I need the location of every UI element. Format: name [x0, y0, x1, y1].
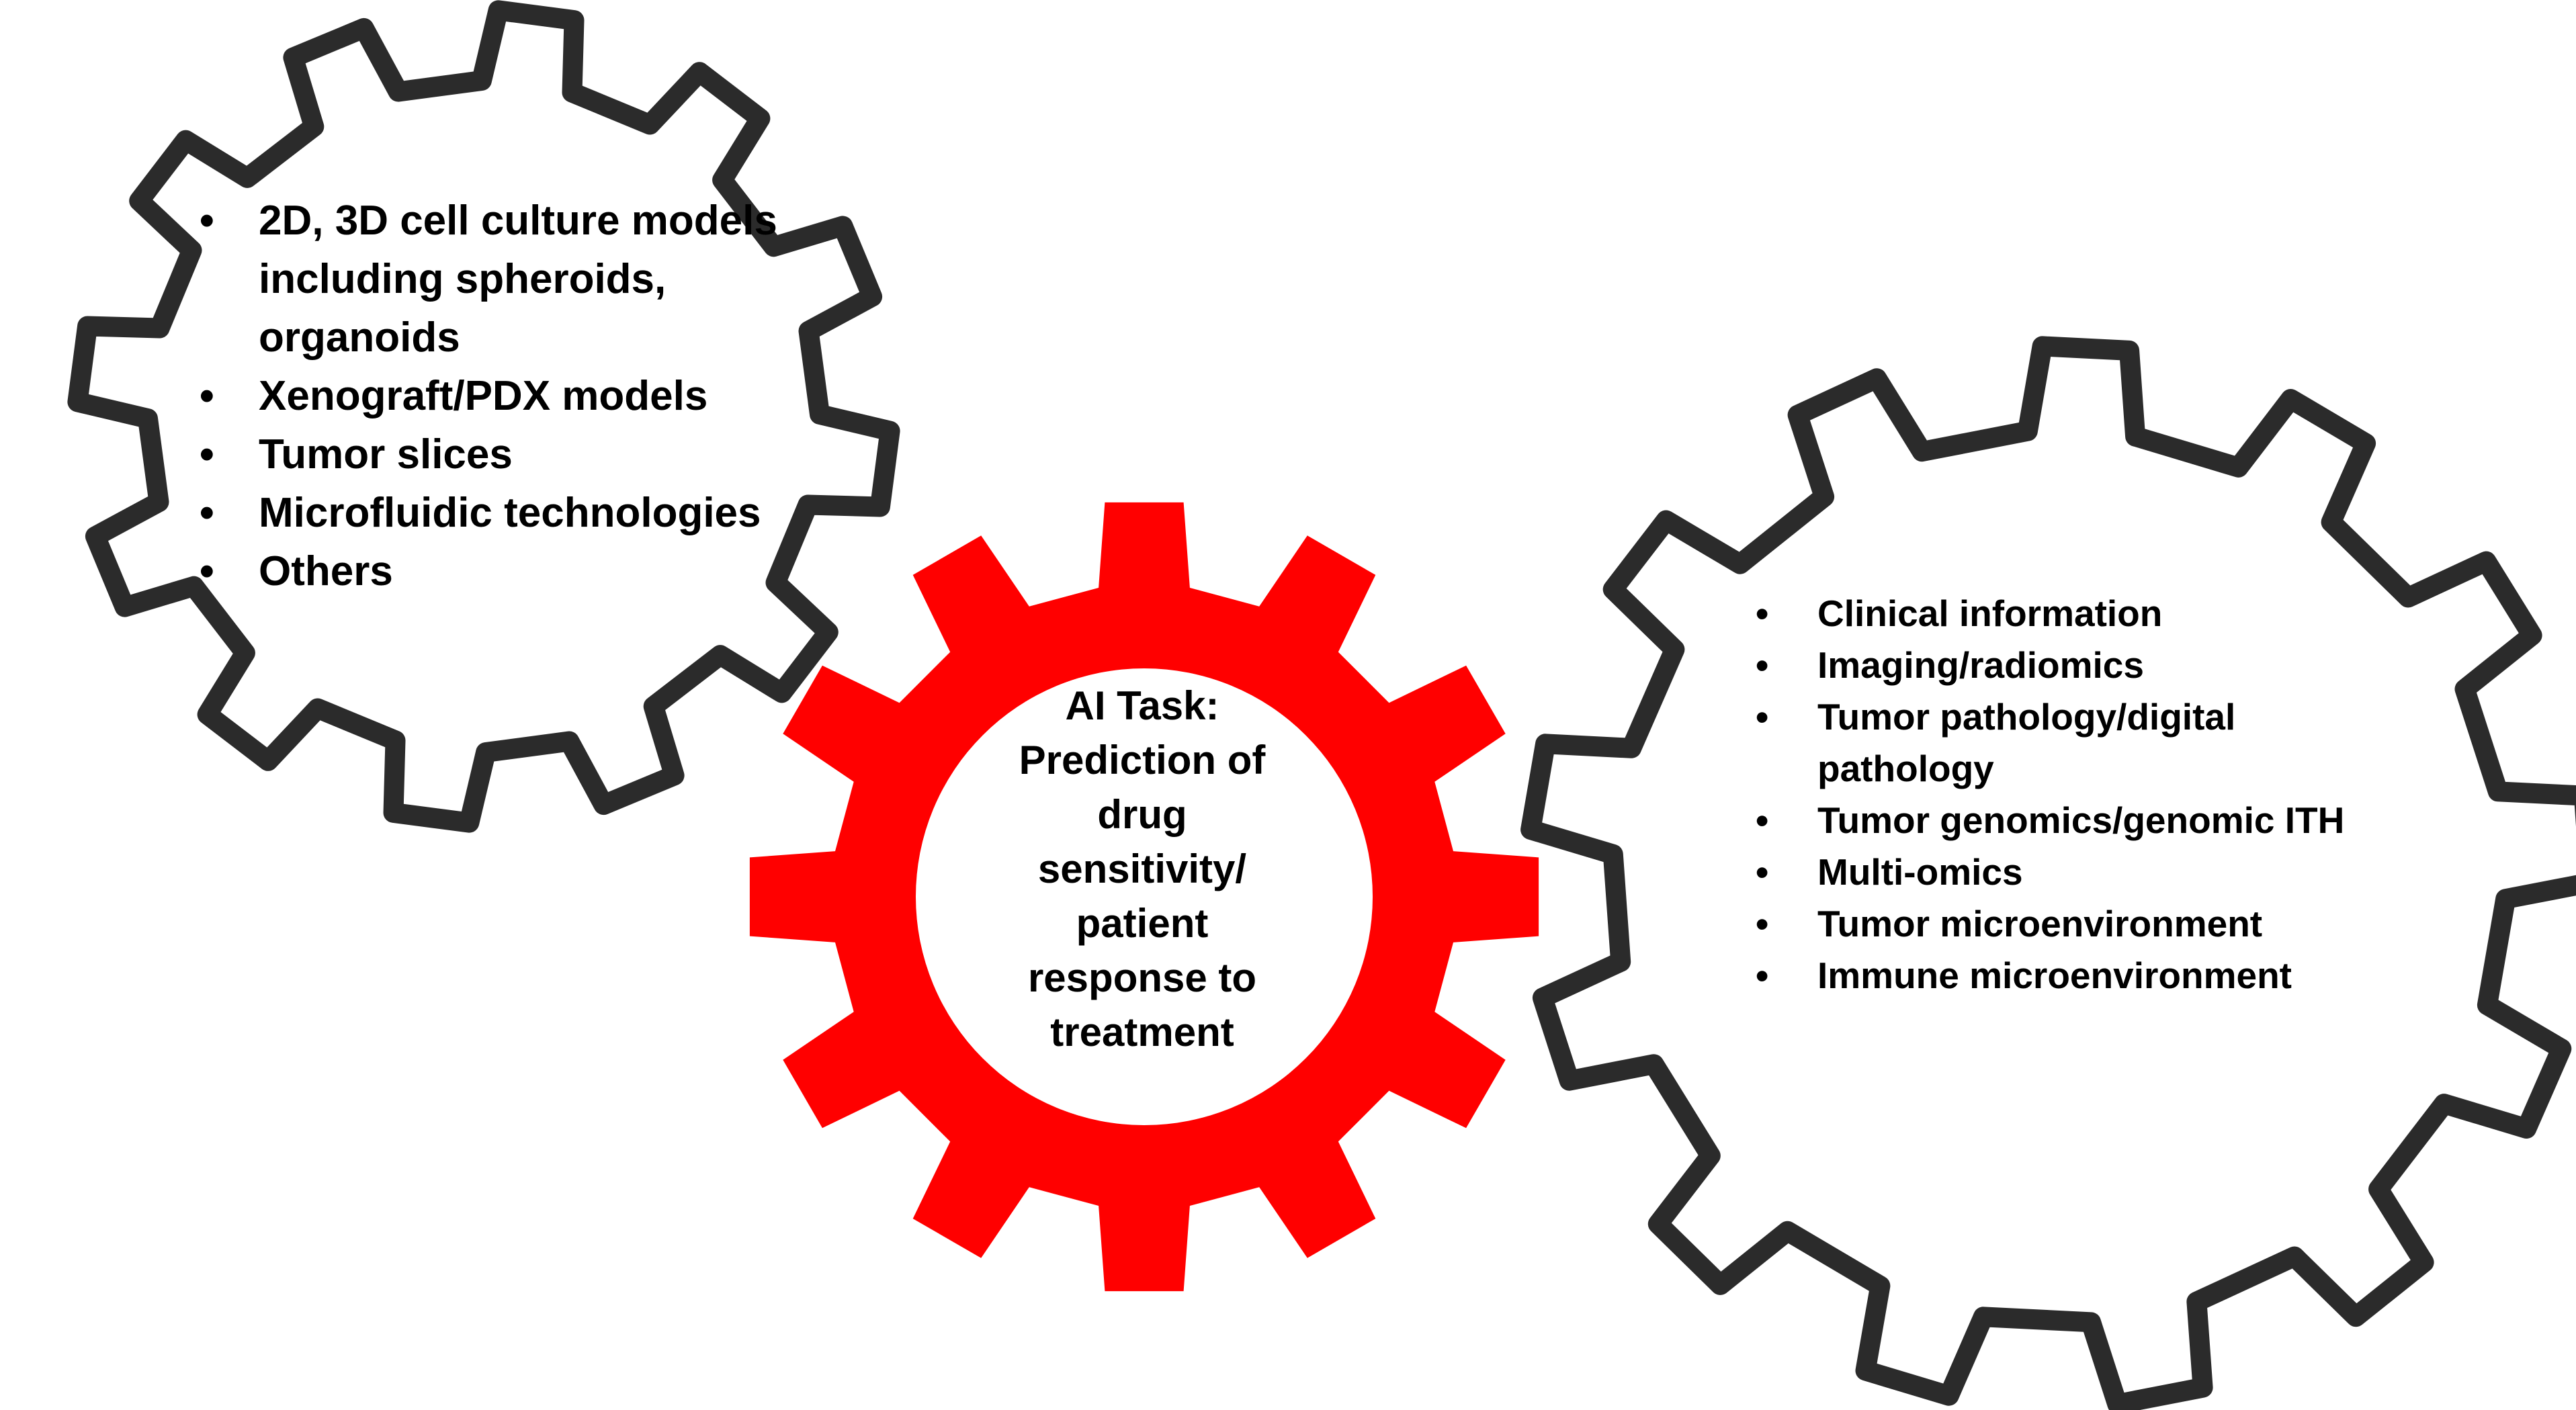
list-item: •2D, 3D cell culture models including sp…	[200, 191, 810, 367]
center-label-line: drug	[1097, 792, 1187, 837]
bullet-icon: •	[1756, 696, 1769, 738]
center-gear-label: AI Task: Prediction of drug sensitivity/…	[954, 678, 1330, 1059]
list-item: •Tumor pathology/digital pathology	[1756, 691, 2368, 795]
list-item: •Tumor genomics/genomic ITH	[1756, 795, 2368, 846]
list-item: •Multi-omics	[1756, 846, 2368, 898]
right-gear-list: •Clinical information •Imaging/radiomics…	[1756, 588, 2368, 1002]
center-label-line: AI Task:	[1065, 683, 1219, 728]
list-item: •Imaging/radiomics	[1756, 640, 2368, 691]
center-label-line: patient	[1076, 901, 1209, 946]
bullet-icon: •	[200, 373, 214, 419]
list-item: •Tumor microenvironment	[1756, 898, 2368, 950]
center-label-line: response to	[1027, 955, 1257, 1000]
bullet-icon: •	[1756, 851, 1769, 893]
bullet-icon: •	[1756, 903, 1769, 944]
center-label-line: sensitivity/	[1037, 846, 1247, 891]
left-gear-list: •2D, 3D cell culture models including sp…	[200, 191, 810, 601]
bullet-icon: •	[1756, 799, 1769, 841]
center-red-gear	[749, 502, 1539, 1292]
list-item: •Xenograft/PDX models	[200, 367, 810, 425]
list-item: •Clinical information	[1756, 588, 2368, 640]
left-outline-gear	[67, 0, 900, 833]
list-item: •Immune microenvironment	[1756, 950, 2368, 1002]
list-item: •Tumor slices	[200, 425, 810, 484]
bullet-icon: •	[200, 490, 214, 536]
bullet-icon: •	[200, 431, 214, 478]
center-label-line: Prediction of	[1019, 738, 1266, 783]
list-item: •Microfluidic technologies	[200, 484, 810, 542]
center-label-line: treatment	[1050, 1010, 1234, 1055]
list-item: •Others	[200, 542, 810, 601]
bullet-icon: •	[200, 548, 214, 594]
bullet-icon: •	[1756, 955, 1769, 996]
right-outline-gear	[1520, 336, 2576, 1410]
bullet-icon: •	[1756, 592, 1769, 634]
bullet-icon: •	[1756, 644, 1769, 686]
bullet-icon: •	[200, 197, 214, 244]
